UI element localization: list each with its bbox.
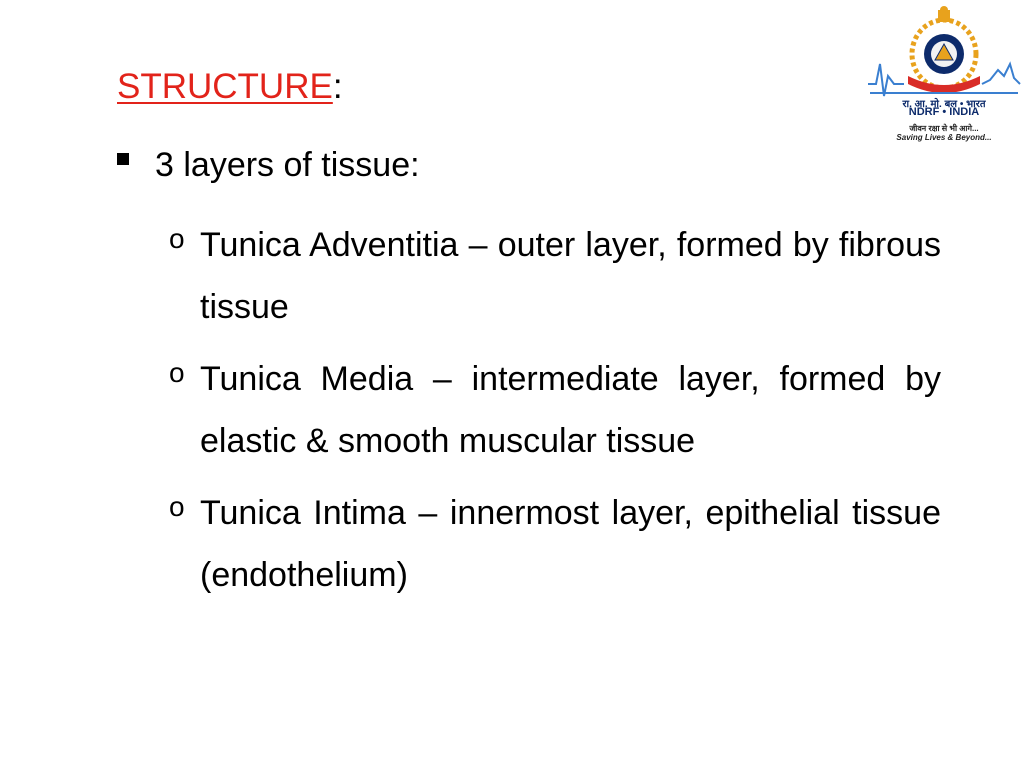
sub-bullet-text: Tunica Media – intermediate layer, forme… [200,360,941,460]
sub-bullet-text: Tunica Intima – innermost layer, epithel… [200,494,941,594]
sub-bullet-list: o Tunica Adventitia – outer layer, forme… [165,214,941,616]
slide-heading: STRUCTURE: [117,64,343,110]
circle-bullet-icon: o [169,491,185,522]
ndrf-logo [868,6,1021,97]
logo-tagline-hindi: जीवन रक्षा से भी आगे... [909,124,979,133]
logo-hindi-line: रा. आ. मो. बल • भारत [902,99,986,110]
heading-title: STRUCTURE [117,67,333,106]
circle-bullet-icon: o [169,357,185,388]
sub-bullet-item: o Tunica Intima – innermost layer, epith… [165,482,941,606]
circle-bullet-icon: o [169,223,185,254]
sub-bullet-text: Tunica Adventitia – outer layer, formed … [200,226,941,326]
sub-bullet-item: o Tunica Media – intermediate layer, for… [165,348,941,472]
logo-ndrf-line: NDRF • INDIA [908,106,980,118]
bullet-text: 3 layers of tissue: [155,146,420,184]
sub-bullet-item: o Tunica Adventitia – outer layer, forme… [165,214,941,338]
heading-colon: : [332,67,343,106]
logo-tagline-english: Saving Lives & Beyond... [896,133,992,142]
square-bullet-icon [117,153,129,165]
bullet-item: 3 layers of tissue: [117,142,420,188]
